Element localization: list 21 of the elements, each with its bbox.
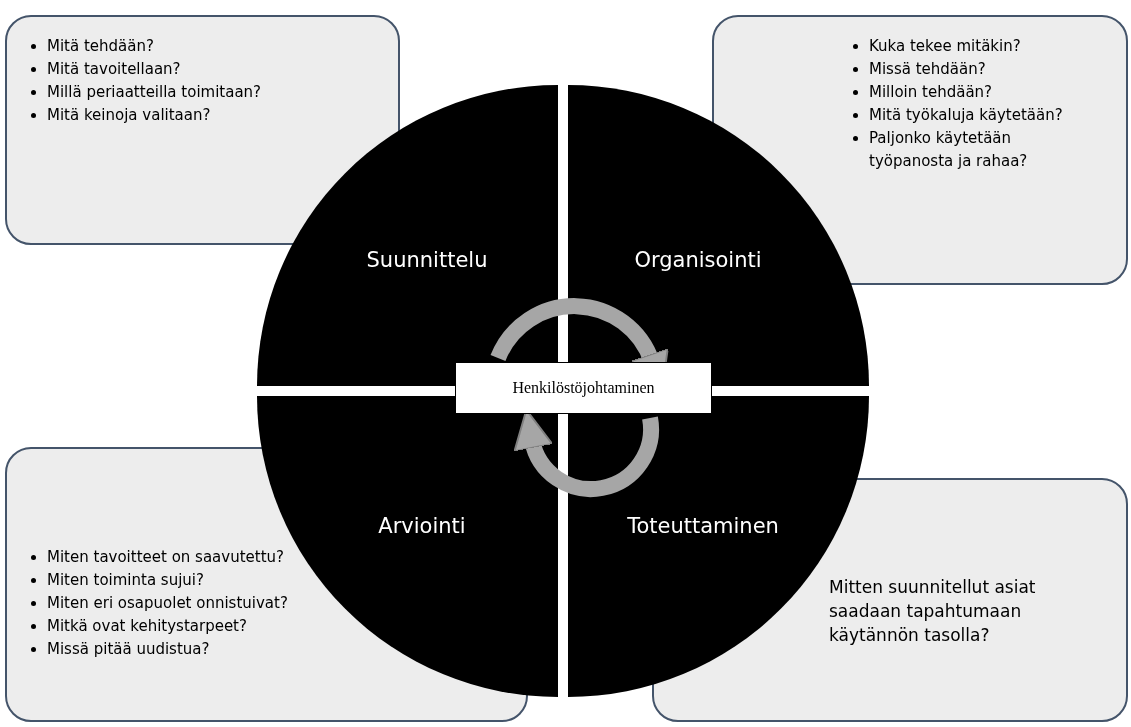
bullet-item: Kuka tekee mitäkin? <box>849 35 1089 58</box>
bullet-item: Mitä työkaluja käytetään? <box>849 104 1089 127</box>
bullet-item: Mitä keinoja valitaan? <box>27 104 387 127</box>
quadrant-label: Arviointi <box>378 514 466 538</box>
bullet-item: Miten eri osapuolet onnistuivat? <box>27 592 347 615</box>
bullet-item: Paljonko käytetään työpanosta ja rahaa? <box>849 127 1089 173</box>
quadrant-label: Toteuttaminen <box>627 514 779 538</box>
bullet-item: Millä periaatteilla toimitaan? <box>27 81 387 104</box>
bullet-item: Mitä tehdään? <box>27 35 387 58</box>
question-card <box>5 15 400 245</box>
bullet-item: Mitkä ovat kehitystarpeet? <box>27 615 347 638</box>
quadrant-label: Organisointi <box>634 248 762 272</box>
quadrant-label: Suunnittelu <box>366 248 488 272</box>
bullet-item: Missä tehdään? <box>849 58 1089 81</box>
center-label: Henkilöstöjohtaminen <box>455 362 712 414</box>
question-text: Mitten suunnitellut asiat saadaan tapahtumaan käytännön tasolla? <box>829 576 1037 647</box>
bullet-item: Mitä tavoitellaan? <box>27 58 387 81</box>
bullet-item: Milloin tehdään? <box>849 81 1089 104</box>
bullet-item: Miten tavoitteet on saavutettu? <box>27 546 347 569</box>
bullet-item: Miten toiminta sujui? <box>27 569 347 592</box>
bullet-item: Missä pitää uudistua? <box>27 638 347 661</box>
